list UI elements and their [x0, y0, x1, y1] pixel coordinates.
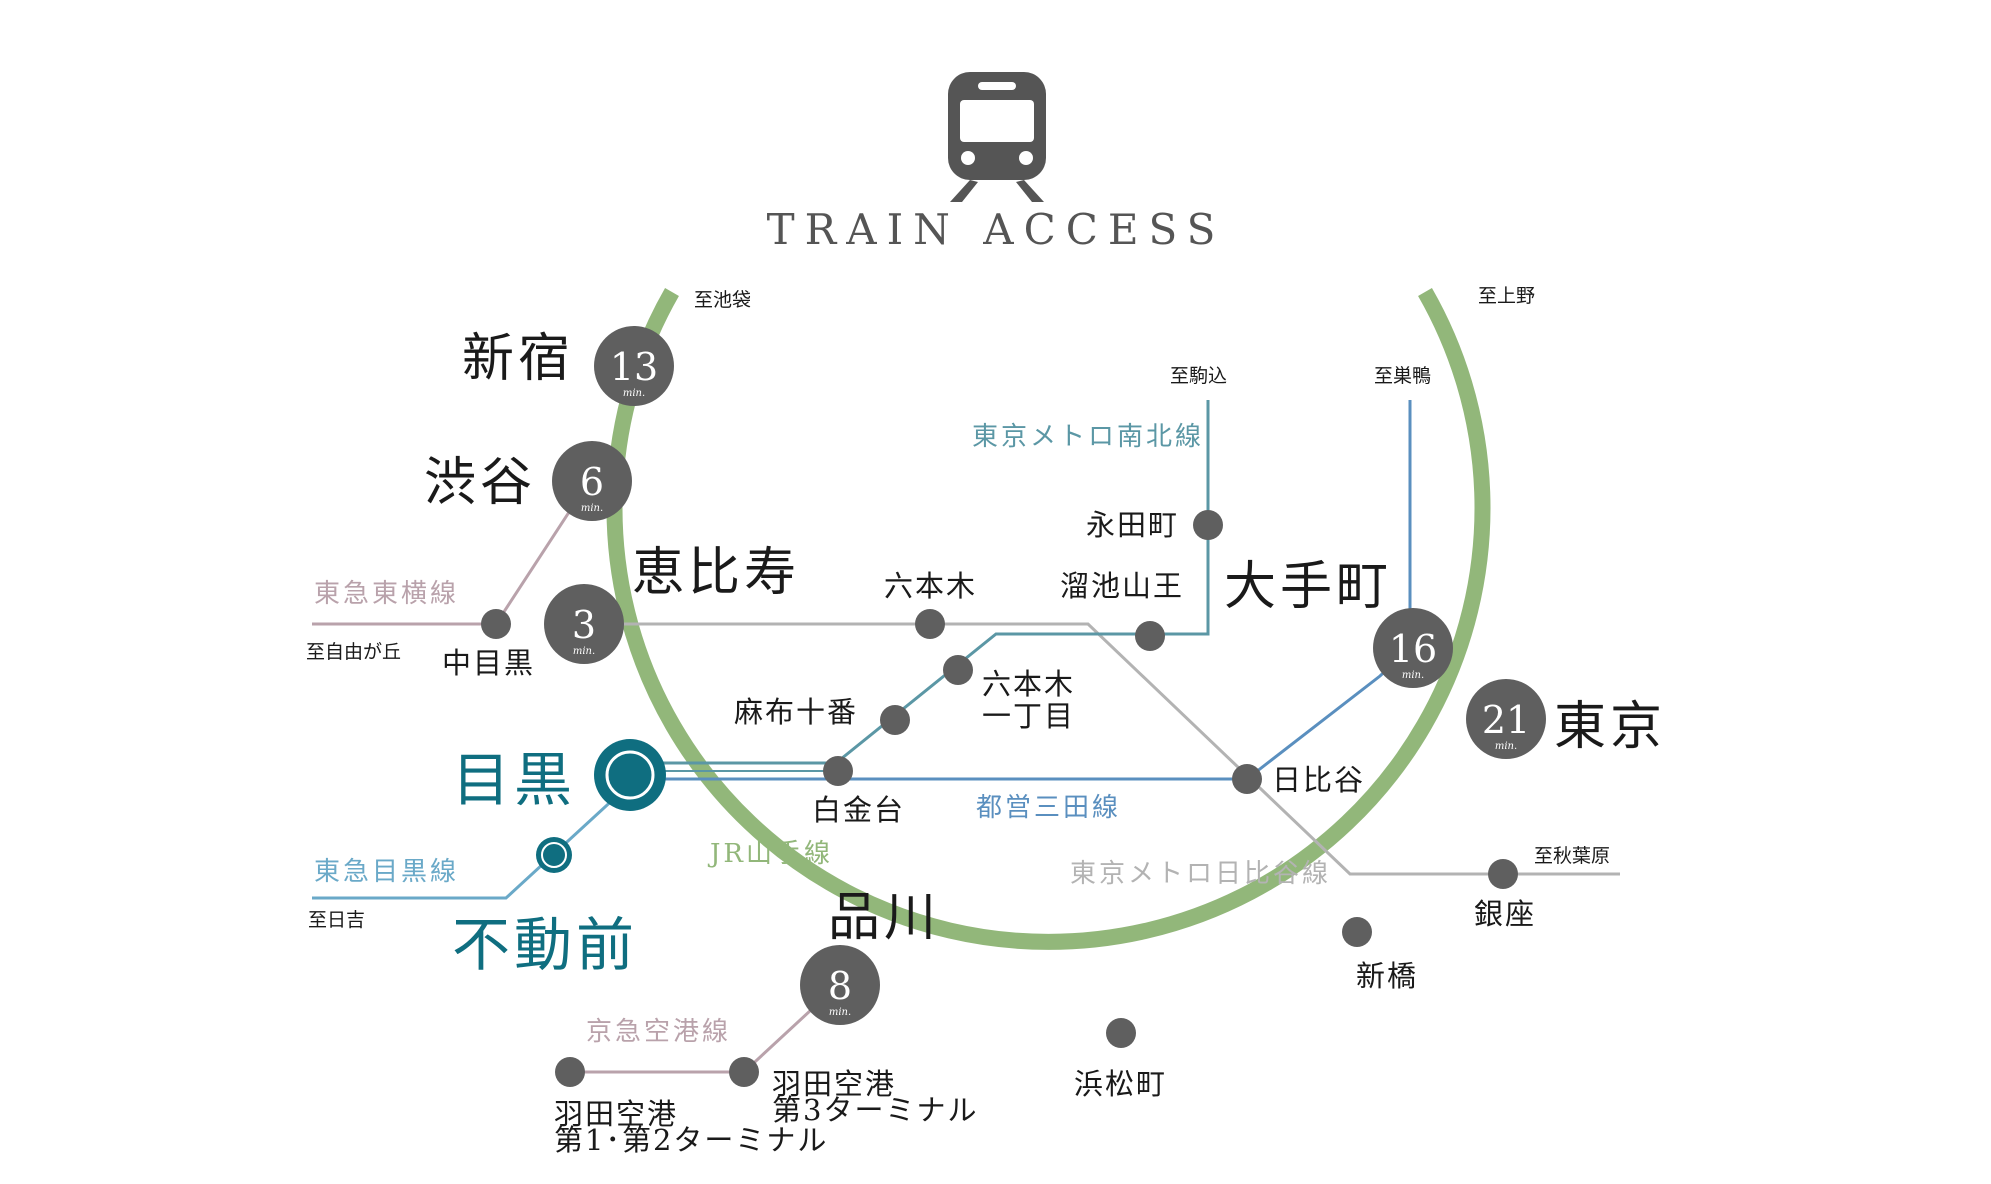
- line-label-namboku: 東京メトロ南北線: [972, 422, 1204, 452]
- home-station-inner-ring: [605, 750, 655, 800]
- station-name-tameike: 溜池山王: [1060, 569, 1184, 603]
- home-station-name: 目黒: [452, 746, 576, 814]
- station-dot-ginza: [1488, 859, 1518, 889]
- train-icon: [948, 72, 1046, 202]
- station-dot-shirokanedai: [823, 756, 853, 786]
- svg-text:min.: min.: [581, 503, 603, 514]
- svg-text:min.: min.: [1495, 741, 1517, 752]
- station-name-haneda3-b: 第3ターミナル: [772, 1093, 978, 1127]
- mita-line: [630, 400, 1412, 781]
- station-dot-haneda12: [555, 1057, 585, 1087]
- direction-sugamo: 至巣鴨: [1374, 365, 1431, 387]
- station-name-haneda12-b: 第1･第2ターミナル: [554, 1123, 828, 1157]
- station-dot-shinbashi: [1342, 917, 1372, 947]
- svg-text:6: 6: [580, 460, 604, 504]
- station-name-shibuya: 渋谷: [424, 453, 536, 513]
- station-dot-haneda3: [729, 1057, 759, 1087]
- station-name-shinjuku: 新宿: [462, 329, 574, 389]
- meguro-line: [312, 782, 632, 900]
- direction-jiyugaoka: 至自由が丘: [306, 641, 401, 663]
- station-dot-nakameguro: [481, 609, 511, 639]
- station-name-nakameguro: 中目黒: [442, 646, 535, 680]
- station-name-hibiya: 日比谷: [1272, 763, 1365, 797]
- station-name-shinbashi: 新橋: [1356, 959, 1418, 993]
- svg-text:min.: min.: [573, 646, 595, 657]
- svg-text:13: 13: [610, 345, 658, 389]
- station-dot-hibiya: [1232, 764, 1262, 794]
- line-label-keikyu: 京急空港線: [586, 1017, 731, 1047]
- line-label-toyoko: 東急東横線: [314, 579, 459, 609]
- badge-ebisu: 3 min.: [544, 584, 624, 664]
- station-name-roppongi1-a: 六本木: [982, 667, 1075, 701]
- station-name-hamamatsucho: 浜松町: [1074, 1067, 1167, 1101]
- station-dot-hamamatsucho: [1106, 1018, 1136, 1048]
- hibiya-line: [582, 622, 1620, 876]
- station-dot-azabu: [880, 705, 910, 735]
- station-name-roppongi1-b: 一丁目: [982, 699, 1075, 733]
- svg-text:21: 21: [1482, 698, 1530, 742]
- station-name-shirokanedai: 白金台: [812, 793, 905, 827]
- svg-text:3: 3: [572, 603, 596, 647]
- station-name-haneda3-a: 羽田空港: [772, 1067, 896, 1101]
- line-label-meguro: 東急目黒線: [314, 857, 459, 887]
- line-label-hibiya: 東京メトロ日比谷線: [1070, 859, 1331, 889]
- direction-hiyoshi: 至日吉: [308, 909, 365, 931]
- home-station-meguro: [594, 739, 666, 811]
- yamanote-line: [606, 288, 1491, 950]
- station-name-tokyo: 東京: [1554, 697, 1666, 757]
- station-dot-nagatacho: [1193, 510, 1223, 540]
- direction-ueno: 至上野: [1478, 285, 1535, 307]
- svg-text:8: 8: [828, 964, 852, 1008]
- station-name-roppongi: 六本木: [884, 569, 977, 603]
- home-station-sub: 不動前: [452, 911, 638, 979]
- svg-text:min.: min.: [829, 1007, 851, 1018]
- svg-text:min.: min.: [623, 388, 645, 399]
- direction-ikebukuro: 至池袋: [694, 289, 751, 311]
- station-dot-fudomae-inner: [541, 842, 567, 868]
- station-name-otemachi: 大手町: [1224, 557, 1392, 617]
- station-name-nagatacho: 永田町: [1086, 508, 1179, 542]
- line-label-mita: 都営三田線: [976, 793, 1121, 823]
- station-name-ginza: 銀座: [1474, 897, 1536, 931]
- badge-shinjuku: 13 min.: [594, 326, 674, 406]
- svg-text:min.: min.: [1402, 670, 1424, 681]
- direction-akihabara: 至秋葉原: [1534, 845, 1610, 867]
- station-dot-roppongi1: [943, 655, 973, 685]
- line-label-yamanote: JR山手線: [707, 839, 833, 869]
- station-name-shinagawa: 品川: [828, 888, 940, 948]
- badge-shinagawa: 8 min.: [800, 945, 880, 1025]
- station-name-haneda12-a: 羽田空港: [554, 1097, 678, 1131]
- badge-shibuya: 6 min.: [552, 441, 632, 521]
- namboku-line: [630, 400, 1210, 765]
- badge-otemachi: 16 min.: [1373, 608, 1453, 688]
- station-dot-tameike: [1135, 621, 1165, 651]
- page-title: TRAIN ACCESS: [767, 205, 1226, 254]
- station-dot-roppongi: [915, 609, 945, 639]
- svg-text:16: 16: [1389, 627, 1437, 671]
- station-name-azabu: 麻布十番: [734, 695, 858, 729]
- badge-tokyo: 21 min.: [1466, 679, 1546, 759]
- station-name-ebisu: 恵比寿: [632, 543, 800, 603]
- direction-komagome: 至駒込: [1170, 365, 1227, 387]
